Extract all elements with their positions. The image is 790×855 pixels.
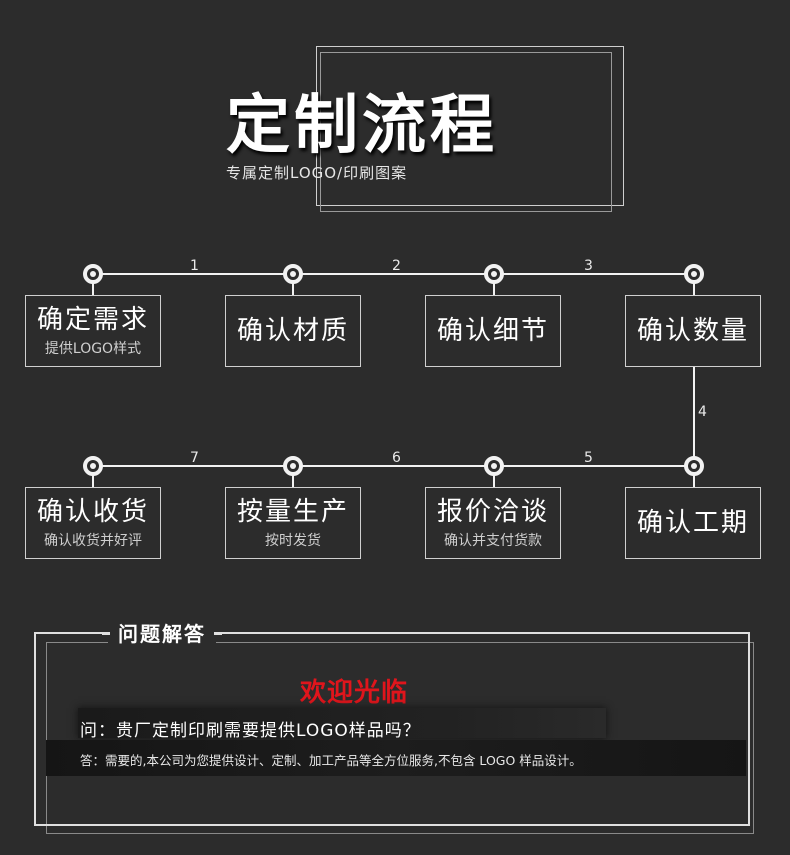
connector-number-3: 3	[584, 258, 593, 274]
step-box-confirm-requirement: 确定需求 提供LOGO样式	[25, 295, 161, 367]
flow-node-7	[283, 456, 303, 476]
connector-number-4: 4	[698, 404, 707, 420]
flow-node-3	[484, 264, 504, 284]
connector-number-5: 5	[584, 450, 593, 466]
flow-node-8	[83, 456, 103, 476]
flow-node-2	[283, 264, 303, 284]
title-frame-front	[320, 52, 612, 212]
flow-line-row1	[93, 273, 694, 275]
flow-stub-5	[693, 475, 695, 487]
step-box-confirm-schedule: 确认工期	[625, 487, 761, 559]
step-title: 确认数量	[636, 316, 749, 346]
welcome-text: 欢迎光临	[300, 678, 409, 708]
flow-line-vertical	[693, 367, 695, 467]
step-subtitle: 按时发货	[265, 533, 321, 549]
answer-band	[46, 740, 746, 776]
step-title: 确认材质	[236, 316, 349, 346]
connector-number-6: 6	[392, 450, 401, 466]
step-box-quotation: 报价洽谈 确认并支付货款	[425, 487, 561, 559]
step-box-production: 按量生产 按时发货	[225, 487, 361, 559]
flow-line-row2	[93, 465, 694, 467]
step-title: 确认收货	[36, 497, 149, 527]
page-subtitle: 专属定制LOGO/印刷图案	[226, 164, 408, 182]
faq-answer: 答：需要的,本公司为您提供设计、定制、加工产品等全方位服务,不包含 LOGO 样…	[80, 753, 582, 768]
flow-stub-1	[92, 283, 94, 295]
flow-node-6	[484, 456, 504, 476]
step-box-confirm-quantity: 确认数量	[625, 295, 761, 367]
faq-frame-outer	[34, 632, 750, 826]
faq-frame-inner	[46, 642, 754, 834]
faq-heading: 问题解答	[102, 620, 222, 648]
flow-stub-2	[292, 283, 294, 295]
question-band	[78, 708, 606, 738]
step-title: 按量生产	[236, 497, 349, 527]
flow-stub-4	[693, 283, 695, 295]
step-title: 报价洽谈	[436, 497, 549, 527]
step-box-confirm-receipt: 确认收货 确认收货并好评	[25, 487, 161, 559]
step-title: 确定需求	[36, 305, 149, 335]
step-subtitle: 确认并支付货款	[444, 533, 542, 549]
flow-stub-6	[493, 475, 495, 487]
flow-stub-8	[92, 475, 94, 487]
step-title: 确认工期	[636, 508, 749, 538]
connector-number-7: 7	[190, 450, 199, 466]
connector-number-1: 1	[190, 258, 199, 274]
flow-node-5	[684, 456, 704, 476]
page-title: 定制流程	[226, 89, 498, 163]
flow-node-1	[83, 264, 103, 284]
step-box-confirm-details: 确认细节	[425, 295, 561, 367]
step-title: 确认细节	[436, 316, 549, 346]
title-frame-back	[316, 46, 624, 206]
step-subtitle: 确认收货并好评	[44, 533, 142, 549]
flow-stub-3	[493, 283, 495, 295]
step-subtitle: 提供LOGO样式	[44, 341, 142, 357]
flow-stub-7	[292, 475, 294, 487]
faq-question: 问：贵厂定制印刷需要提供LOGO样品吗？	[80, 721, 421, 741]
step-box-confirm-material: 确认材质	[225, 295, 361, 367]
flow-node-4	[684, 264, 704, 284]
connector-number-2: 2	[392, 258, 401, 274]
